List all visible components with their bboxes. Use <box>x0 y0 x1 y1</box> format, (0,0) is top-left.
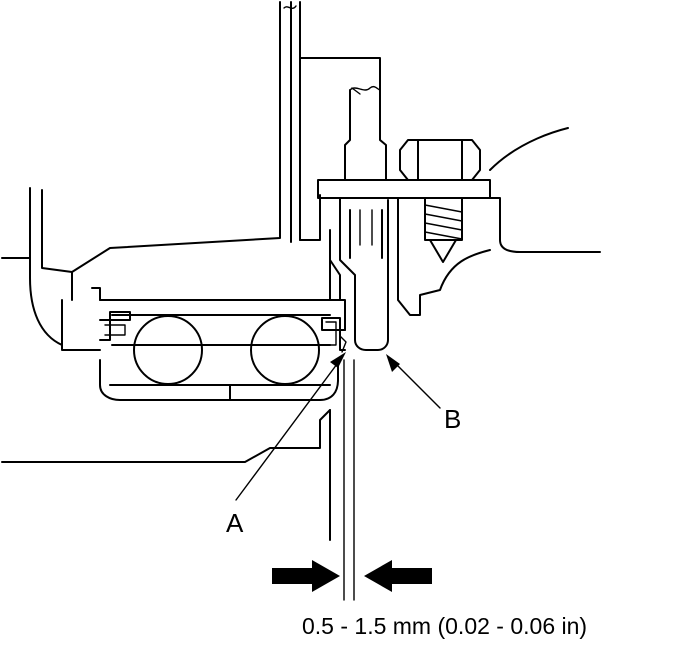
leader-b <box>386 354 441 409</box>
clearance-dimension: 0.5 - 1.5 mm (0.02 - 0.06 in) <box>302 613 587 639</box>
label-a: A <box>226 508 244 538</box>
label-b: B <box>444 404 461 434</box>
clearance-lines <box>343 359 355 601</box>
ball-left <box>133 315 203 385</box>
ball-right <box>250 315 320 385</box>
dimension-arrow-right <box>364 560 432 592</box>
bolt <box>399 139 481 263</box>
left-housing <box>1 187 101 351</box>
upper-housing-wall <box>71 1 381 301</box>
sensor <box>317 85 491 351</box>
bearing <box>91 287 347 401</box>
lower-housing <box>1 409 331 541</box>
leader-a <box>235 352 346 501</box>
right-housing <box>397 127 601 316</box>
dimension-arrow-left <box>272 560 340 592</box>
